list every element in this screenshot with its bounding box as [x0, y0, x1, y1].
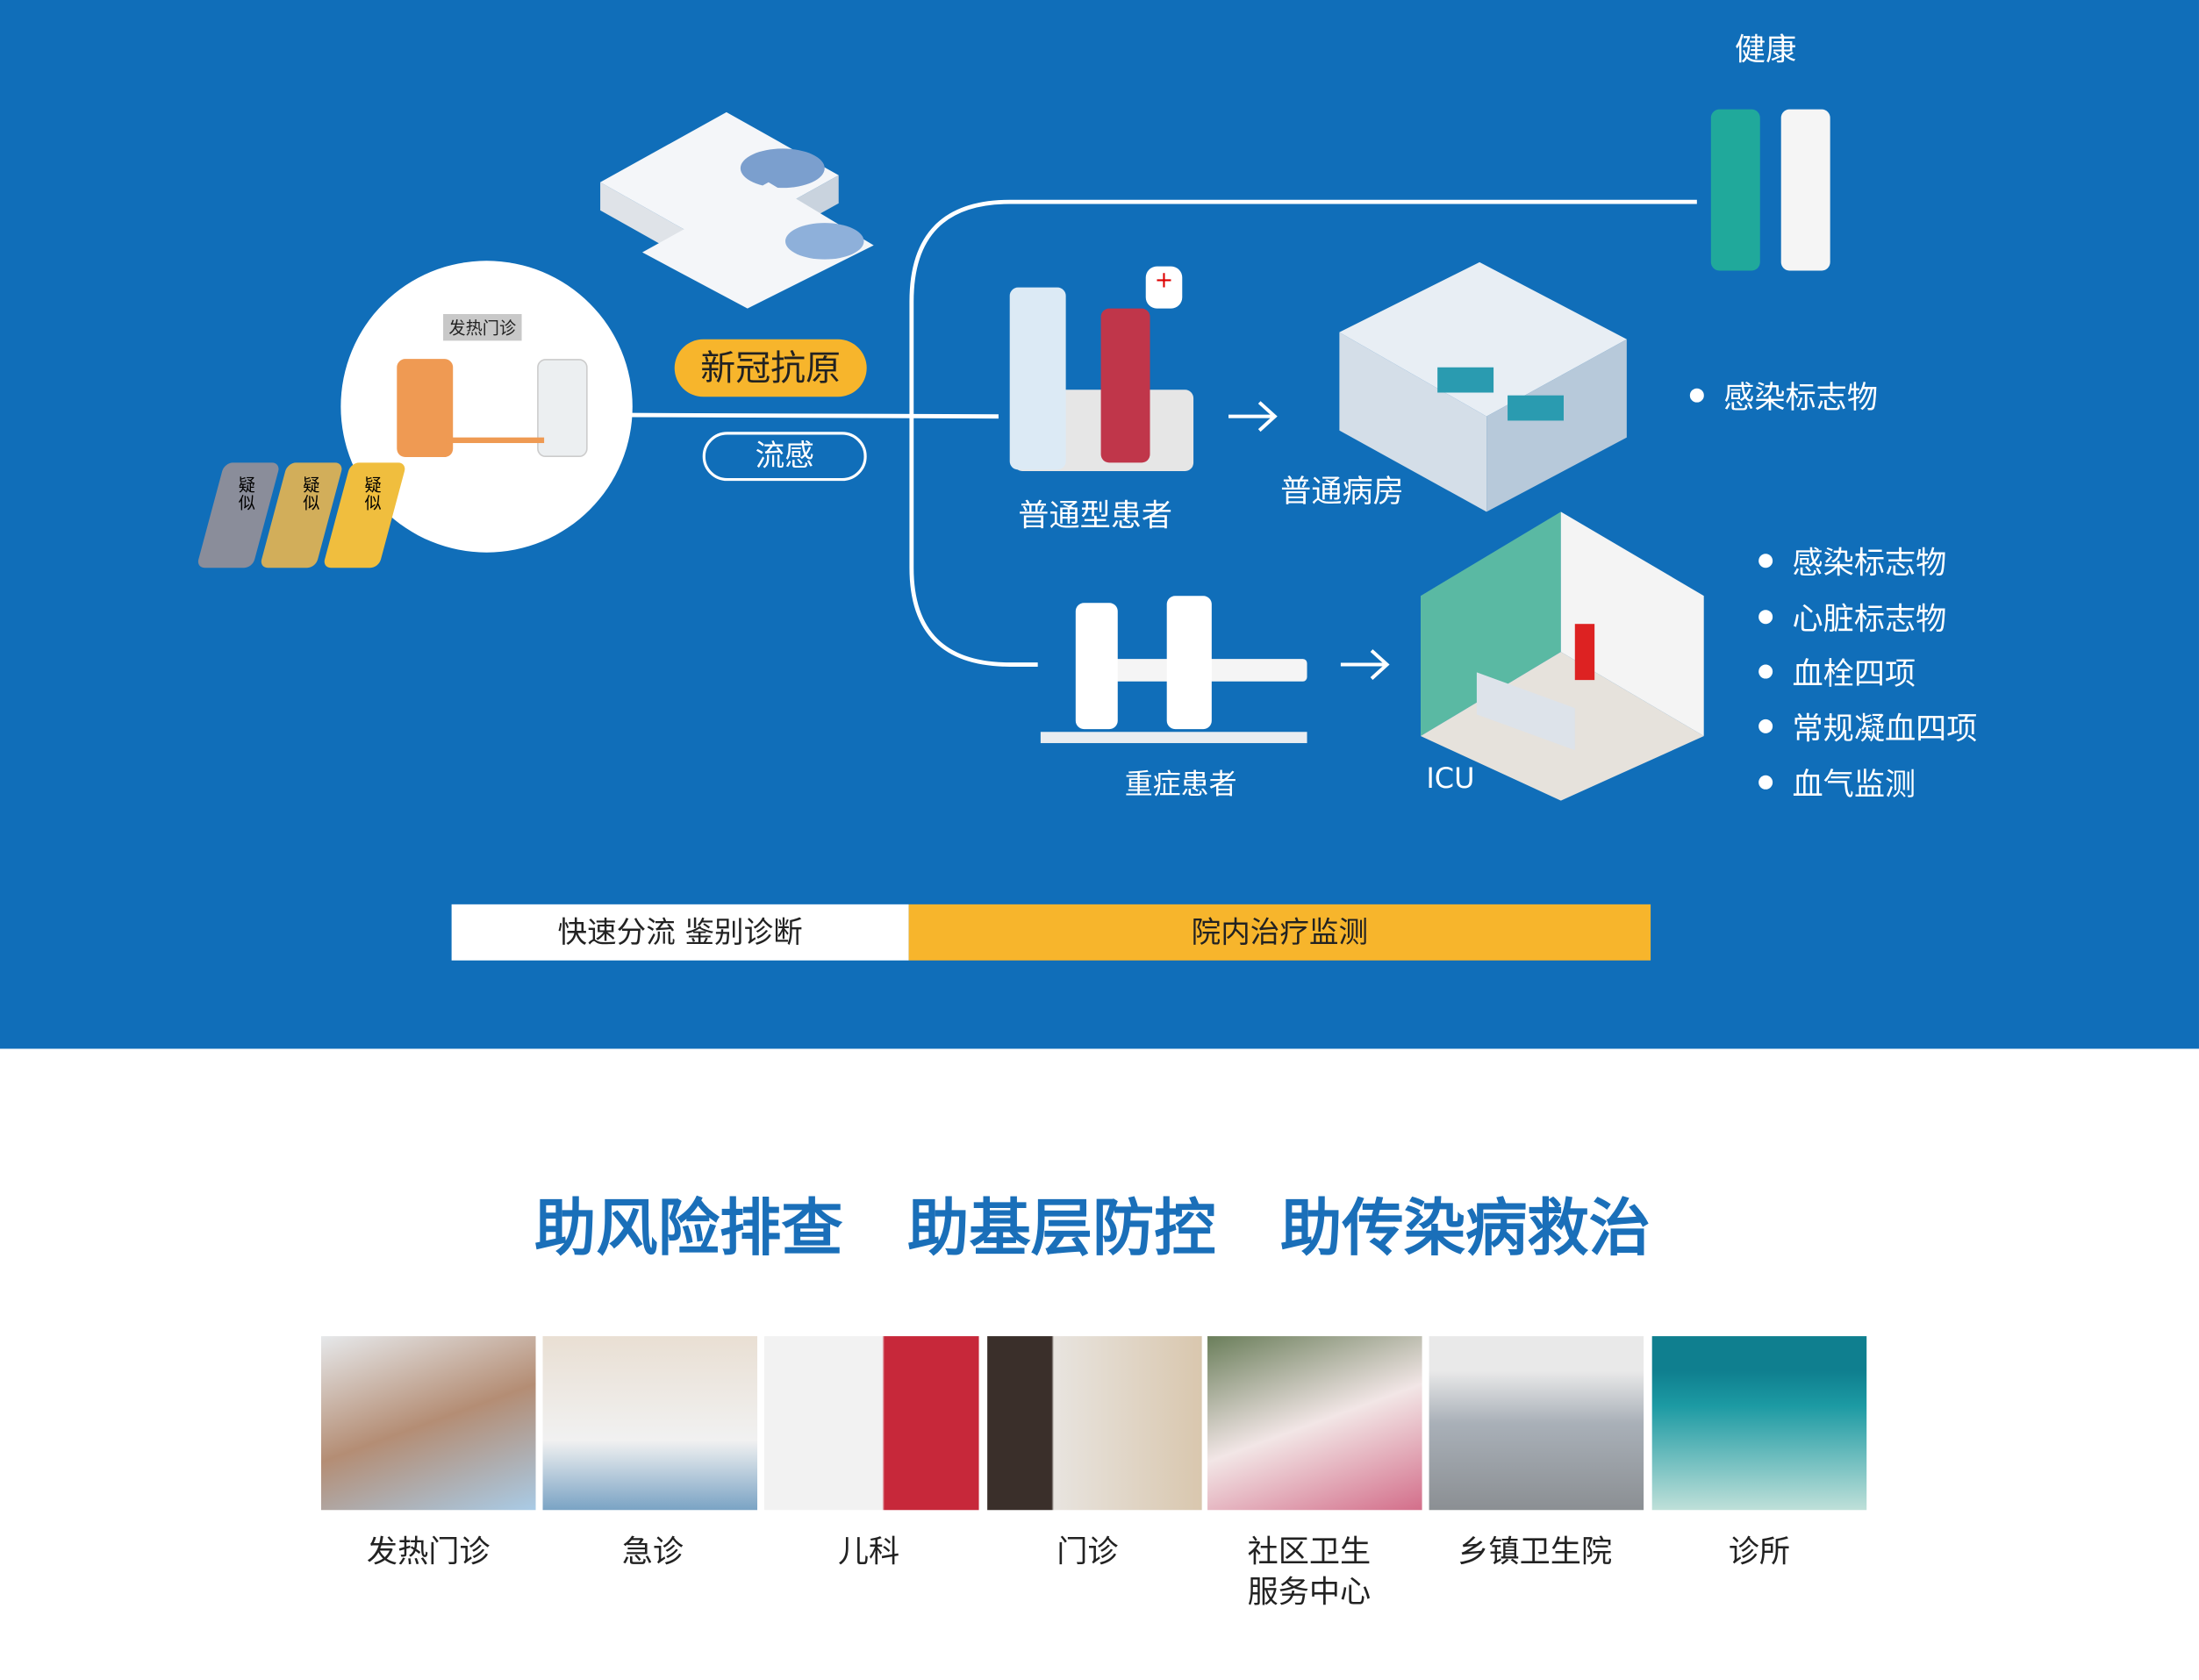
suspect-label: 疑似 [303, 475, 320, 513]
slogan-title: 助风险排查 助基层防控 助传染病救治 [534, 1193, 1651, 1265]
icu-marker-item: 常规凝血四项 [1758, 704, 1977, 748]
icu-label: ICU [1426, 761, 1475, 796]
outpatient-photo [987, 1336, 1202, 1511]
stage-triage: 快速分流 鉴别诊断 [451, 904, 909, 961]
scene-label: 诊所 [1728, 1535, 1791, 1570]
flow-lines [631, 199, 1697, 681]
ward-marker-item: 感染标志物 [1689, 373, 1878, 418]
scene-label: 社区卫生 服务中心 [1247, 1535, 1372, 1612]
icu-marker-item: 血栓四项 [1758, 649, 1916, 694]
normal-patient-label: 普通型患者 [1018, 498, 1173, 534]
township-hospital-photo [1429, 1336, 1644, 1511]
icu-marker-item: 心脏标志物 [1758, 595, 1946, 640]
emergency-photo [542, 1336, 758, 1511]
covid-antigen-pill: 新冠抗原 [674, 339, 867, 397]
arrow-icon [1228, 401, 1278, 433]
healthy-label: 健康 [1734, 33, 1797, 69]
suspect-label: 疑似 [364, 475, 382, 513]
doctor-figure [537, 359, 588, 458]
suspect-label: 疑似 [238, 475, 255, 513]
scene-label: 儿科 [837, 1535, 900, 1570]
healthy-illustration [1704, 82, 1837, 274]
severe-patient-illustration [1040, 575, 1307, 746]
normal-patient-illustration: + [1003, 266, 1200, 477]
stage-treatment: 院内治疗监测 [908, 904, 1651, 961]
pediatrics-photo [764, 1336, 979, 1511]
flu-pill: 流感 [702, 432, 867, 482]
scene-label: 发热门诊 [366, 1535, 491, 1570]
fever-clinic-photo [320, 1336, 536, 1511]
severe-patient-label: 重症患者 [1124, 767, 1237, 801]
icu-marker-item: 感染标志物 [1758, 539, 1946, 583]
icu-illustration [1420, 511, 1704, 806]
antigen-kit-image [600, 111, 881, 323]
scene-label: 乡镇卫生院 [1458, 1535, 1613, 1570]
scene-label: 门诊 [1057, 1535, 1119, 1570]
first-aid-icon: + [1145, 266, 1183, 309]
icu-marker-item: 血气监测 [1758, 760, 1916, 804]
community-health-photo [1207, 1336, 1422, 1511]
table [446, 437, 545, 444]
scene-label: 急诊 [621, 1535, 684, 1570]
normal-ward-label: 普通病房 [1280, 475, 1404, 511]
clinic-sign: 发热门诊 [443, 313, 522, 341]
clinic-photo [1651, 1336, 1867, 1511]
arrow-icon [1340, 649, 1390, 681]
patient-figure [397, 359, 454, 458]
normal-ward-illustration [1339, 261, 1627, 520]
